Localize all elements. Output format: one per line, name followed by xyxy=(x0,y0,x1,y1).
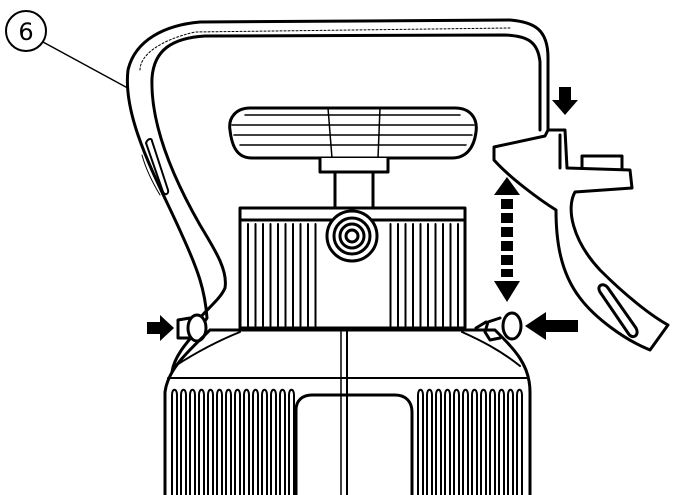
tank-rib xyxy=(207,388,214,495)
arrow-right-icon xyxy=(147,315,174,341)
pump-handle xyxy=(228,106,478,160)
tank-rib xyxy=(279,388,286,495)
pump-shaft xyxy=(318,156,390,212)
tank-rib xyxy=(171,388,178,495)
tank-rib xyxy=(417,388,424,495)
tank-rib xyxy=(426,388,433,495)
tank-rib xyxy=(498,388,505,495)
callout-number: 6 xyxy=(18,18,33,46)
right-pin xyxy=(474,311,523,342)
tank-rib xyxy=(462,388,469,495)
tank-rib xyxy=(516,388,523,495)
tank-rib xyxy=(180,388,187,495)
tank-body xyxy=(163,328,532,495)
tank-rib xyxy=(471,388,478,495)
tank-rib xyxy=(288,388,295,495)
tank-rib xyxy=(444,388,451,495)
tank-rib xyxy=(480,388,487,495)
tank-rib xyxy=(261,388,268,495)
tank-rib xyxy=(507,388,514,495)
tank-rib xyxy=(225,388,232,495)
tank-rib xyxy=(453,388,460,495)
dashed-double-arrow-icon xyxy=(494,177,520,302)
strap-end-clip xyxy=(492,128,670,352)
arrow-down-icon xyxy=(552,87,578,115)
callout-leader-line xyxy=(42,41,136,93)
tank-rib xyxy=(198,388,205,495)
tank-rib xyxy=(216,388,223,495)
tank-rib xyxy=(189,388,196,495)
tank-rib xyxy=(252,388,259,495)
tank-rib xyxy=(234,388,241,495)
tank-rib xyxy=(243,388,250,495)
tank-rib xyxy=(435,388,442,495)
left-pin xyxy=(176,313,208,343)
tank-rib xyxy=(270,388,277,495)
tank-rib xyxy=(489,388,496,495)
pressure-valve xyxy=(325,209,379,263)
arrow-left-icon xyxy=(525,312,578,340)
callout-6: 6 xyxy=(5,10,136,93)
